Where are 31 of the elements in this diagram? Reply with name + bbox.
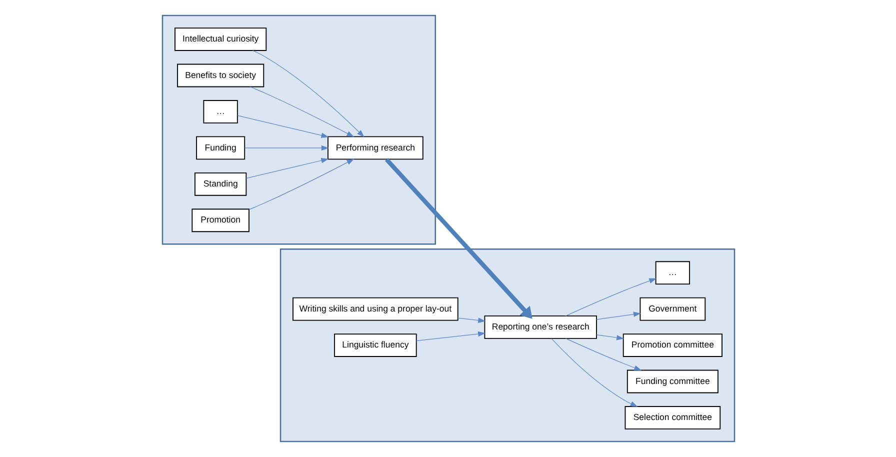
- node-box: Government: [639, 297, 706, 321]
- node-box: …: [654, 261, 690, 285]
- arrow: [236, 115, 328, 138]
- node-box: Reporting one’s research: [484, 315, 596, 339]
- node-box: Promotion committee: [622, 334, 722, 357]
- arrow: [564, 338, 642, 371]
- node-box: Linguistic fluency: [334, 334, 416, 357]
- node-box: Funding: [196, 136, 245, 160]
- cluster: [161, 14, 436, 245]
- arrow: [252, 50, 364, 138]
- node-box: Promotion: [191, 208, 249, 232]
- cluster: [279, 248, 735, 442]
- node-box: Selection committee: [624, 406, 720, 430]
- arrow: [384, 158, 532, 319]
- arrow: [416, 331, 486, 342]
- node-box: Writing skills and using a proper lay-out: [292, 297, 458, 321]
- node-box: …: [202, 100, 238, 124]
- node-box: Benefits to society: [176, 64, 264, 88]
- arrow: [249, 86, 354, 138]
- arrow: [550, 338, 638, 407]
- arrow: [564, 278, 656, 316]
- arrow: [596, 334, 624, 340]
- node-box: Standing: [194, 172, 246, 196]
- arrow: [248, 158, 354, 210]
- node-box: Intellectual curiosity: [174, 28, 266, 51]
- arrow: [245, 158, 328, 179]
- node-box: Performing research: [327, 136, 423, 160]
- arrow: [457, 318, 486, 323]
- node-box: Funding committee: [626, 370, 718, 394]
- arrow: [244, 145, 328, 151]
- arrow: [596, 312, 640, 320]
